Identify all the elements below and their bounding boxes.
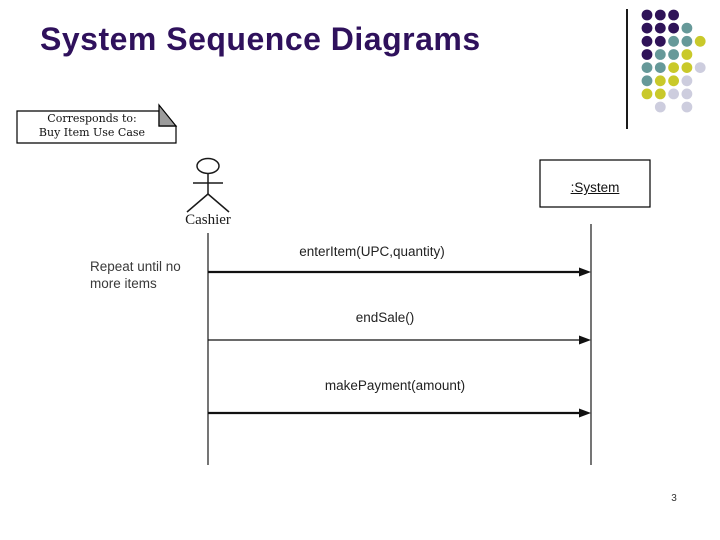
decor-dot	[654, 22, 666, 34]
message-arrow-enteritem	[208, 267, 591, 277]
actor-label: Cashier	[185, 212, 231, 228]
decor-dot	[641, 22, 653, 34]
actor-head	[196, 157, 220, 175]
decor-dot	[654, 35, 666, 47]
decor-dot	[641, 49, 653, 60]
decor-dot	[681, 88, 693, 100]
decor-dot	[681, 75, 693, 87]
decor-dot	[641, 62, 653, 73]
decor-dot	[668, 22, 679, 34]
callout-line1: Corresponds to:	[47, 112, 137, 125]
message-label-makepayment: makePayment(amount)	[324, 378, 466, 393]
decor-dot	[641, 88, 653, 100]
decor-dot	[641, 75, 653, 87]
loop-note-line1: Repeat until no	[90, 259, 181, 274]
decor-dot	[668, 88, 679, 100]
system-object-label: :System	[570, 180, 620, 195]
decor-dot	[668, 49, 679, 60]
decor-dot	[668, 75, 679, 87]
decor-dot-grid	[641, 9, 706, 113]
arrowhead-icon	[579, 408, 591, 418]
decor-dot	[694, 35, 706, 47]
decor-dot	[681, 35, 693, 47]
loop-note: Repeat until no more items	[90, 258, 220, 292]
decor-dot	[668, 9, 679, 21]
decor-dot	[668, 62, 679, 73]
message-label-enteritem: enterItem(UPC,quantity)	[299, 244, 445, 259]
decor-dot	[681, 101, 693, 113]
decor-dot	[681, 62, 693, 73]
message-label-endsale: endSale()	[355, 310, 415, 325]
actor-left-leg	[186, 193, 209, 213]
decor-dot	[668, 35, 679, 47]
callout-note: Corresponds to: Buy Item Use Case	[17, 112, 167, 140]
slide-title: System Sequence Diagrams	[40, 21, 481, 57]
decor-dot	[694, 62, 706, 73]
loop-note-line2: more items	[90, 276, 157, 291]
decor-dot	[641, 35, 653, 47]
decor-dot	[654, 101, 666, 113]
decor-dot	[654, 9, 666, 21]
page-number: 3	[671, 493, 677, 504]
callout-line2: Buy Item Use Case	[38, 126, 146, 139]
actor-right-leg	[207, 193, 230, 213]
decor-dot	[654, 75, 666, 87]
arrowhead-icon	[579, 335, 591, 345]
decor-dot	[681, 22, 693, 34]
message-arrow-endsale	[208, 335, 591, 345]
cashier-actor-icon	[186, 157, 230, 213]
decor-dot	[654, 62, 666, 73]
decor-dot	[681, 49, 693, 60]
decor-dot	[654, 49, 666, 60]
arrowhead-icon	[579, 267, 591, 277]
decor-dot	[641, 9, 653, 21]
message-arrow-makepayment	[208, 408, 591, 418]
decor-dot	[654, 88, 666, 100]
